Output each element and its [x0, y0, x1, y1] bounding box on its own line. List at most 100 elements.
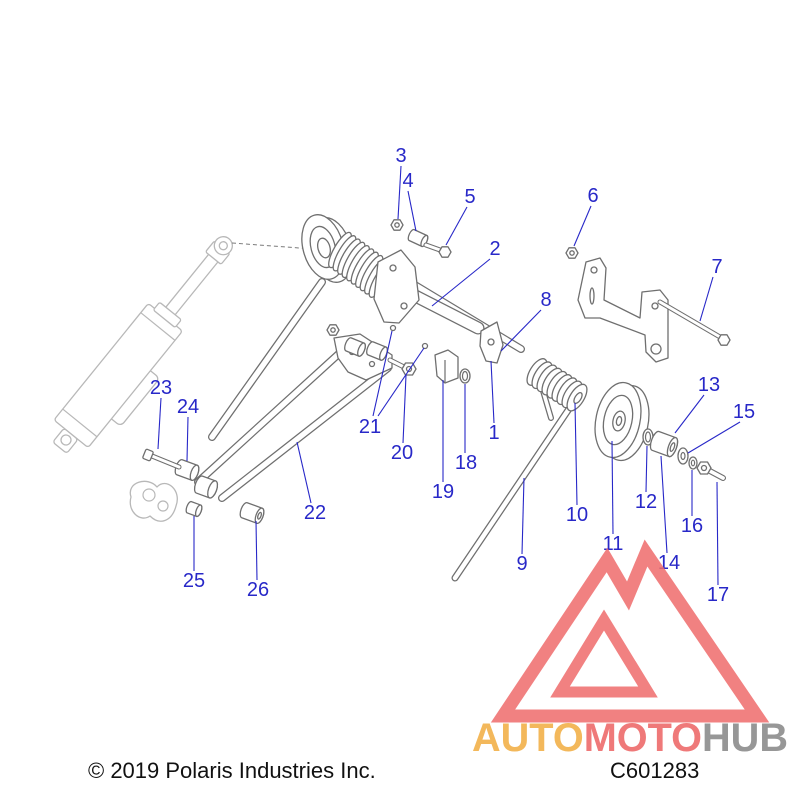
leader-line-14: [660, 455, 668, 554]
leader-line-12: [645, 445, 648, 493]
nut-6-hole: [569, 250, 575, 256]
callout-25: 25: [183, 570, 205, 592]
retaining-clip: [129, 480, 178, 522]
bolt-5: [423, 242, 452, 258]
callout-13: 13: [698, 374, 720, 396]
bolt-head: [142, 448, 154, 462]
pulley-bore: [615, 415, 623, 427]
leader-line-13: [674, 394, 705, 434]
callout-4: 4: [402, 170, 413, 192]
link-plate-hole: [368, 360, 376, 368]
bolt-20: [387, 357, 417, 376]
watermark-triangle-outer: [490, 539, 770, 723]
leader-line-24: [186, 416, 189, 462]
bushing-link-end: [193, 475, 219, 499]
shock-upper-eye-hole: [218, 241, 228, 251]
block-19: [434, 349, 459, 384]
leader-line-2: [431, 258, 491, 307]
leader-line-7: [699, 276, 714, 322]
clip-body: [129, 480, 178, 522]
spring-bracket-plate: [373, 249, 420, 324]
callout-9: 9: [516, 553, 527, 575]
spacer: [344, 337, 366, 357]
callout-2: 2: [489, 238, 500, 260]
coil-spring-right: [526, 358, 588, 412]
clip-hole: [157, 500, 169, 512]
nut-hole: [330, 327, 336, 333]
leader-line-22: [296, 441, 312, 504]
leader-line-11: [611, 440, 614, 535]
callout-10: 10: [566, 504, 588, 526]
shock-seal-cap: [153, 302, 182, 328]
bracket-body: [577, 257, 669, 363]
sleeve-face: [420, 234, 429, 248]
drawing-number: C601283: [610, 758, 699, 783]
watermark-text: AUTOMOTOHUB: [472, 716, 788, 760]
shock-body-band: [62, 408, 98, 438]
link-rod: [219, 365, 391, 501]
washer-15-hole: [680, 451, 686, 461]
washer-15: [677, 447, 689, 465]
shock-lower-eye: [60, 434, 72, 446]
callout-23: 23: [150, 377, 172, 399]
pin-21: [389, 324, 397, 332]
nut-washer-set: [326, 324, 429, 361]
pulley-hub: [317, 237, 331, 259]
callout-16: 16: [681, 515, 703, 537]
bolt-shank: [706, 468, 725, 480]
callout-1: 1: [488, 422, 499, 444]
leader-line-5: [445, 206, 468, 246]
callout-15: 15: [733, 401, 755, 423]
leader-line-23: [157, 397, 162, 450]
leader-line-26: [255, 520, 258, 581]
leader-line-21a: [372, 330, 393, 417]
leader-line-21b: [377, 347, 425, 417]
clip-hole: [142, 488, 156, 502]
bolt-23: [142, 448, 182, 470]
callout-8: 8: [540, 289, 551, 311]
callout-26: 26: [247, 579, 269, 601]
callout-22: 22: [304, 502, 326, 524]
bracket-bolt: [658, 300, 722, 339]
leader-line-20: [402, 374, 407, 444]
pin-21: [421, 342, 429, 350]
copyright-text: © 2019 Polaris Industries Inc.: [88, 758, 376, 783]
callout-20: 20: [391, 442, 413, 464]
bracket-slot: [589, 287, 595, 305]
watermark-logo: AUTOMOTOHUB: [472, 539, 788, 760]
callouts: 1 2 3 4 5 6 7 8 9 10 11 12 13 14 15 16 1…: [150, 145, 755, 606]
watermark-moto: MOTO: [584, 716, 702, 760]
leader-line-4: [407, 190, 417, 232]
bolt-head-center: [700, 464, 708, 472]
shock-body: [54, 303, 182, 448]
bushing-face: [194, 504, 203, 518]
leader-line-1: [490, 360, 495, 424]
bracket-hole: [389, 264, 397, 272]
leader-line-8: [500, 309, 542, 352]
watermark-auto: AUTO: [472, 716, 584, 760]
shock-alignment-dashed-line: [231, 242, 314, 250]
leader-line-10: [574, 402, 578, 506]
bushing-face: [207, 480, 219, 499]
bracket-hole: [650, 343, 662, 355]
link-rod: [195, 347, 346, 485]
callout-21: 21: [359, 416, 381, 438]
bolt-shank: [388, 358, 406, 369]
bolt-shank: [150, 454, 181, 469]
spring-leg-rod: [452, 397, 578, 581]
pulley-11: [594, 381, 650, 462]
spring-assembly-left: [208, 214, 525, 441]
shock-absorber: [53, 236, 233, 453]
bracket-bolt-head: [717, 334, 731, 346]
leader-line-3: [397, 165, 402, 220]
spacer-face: [357, 342, 366, 357]
sleeve-4: [407, 228, 429, 248]
torque-link: [194, 333, 393, 502]
bracket-hole: [590, 266, 598, 274]
shock-body-band: [140, 312, 176, 341]
leader-line-17: [716, 481, 719, 586]
spring-assembly-right: [451, 358, 588, 582]
callout-17: 17: [707, 584, 729, 606]
nut-3-hole: [394, 222, 400, 228]
callout-3: 3: [395, 145, 406, 167]
